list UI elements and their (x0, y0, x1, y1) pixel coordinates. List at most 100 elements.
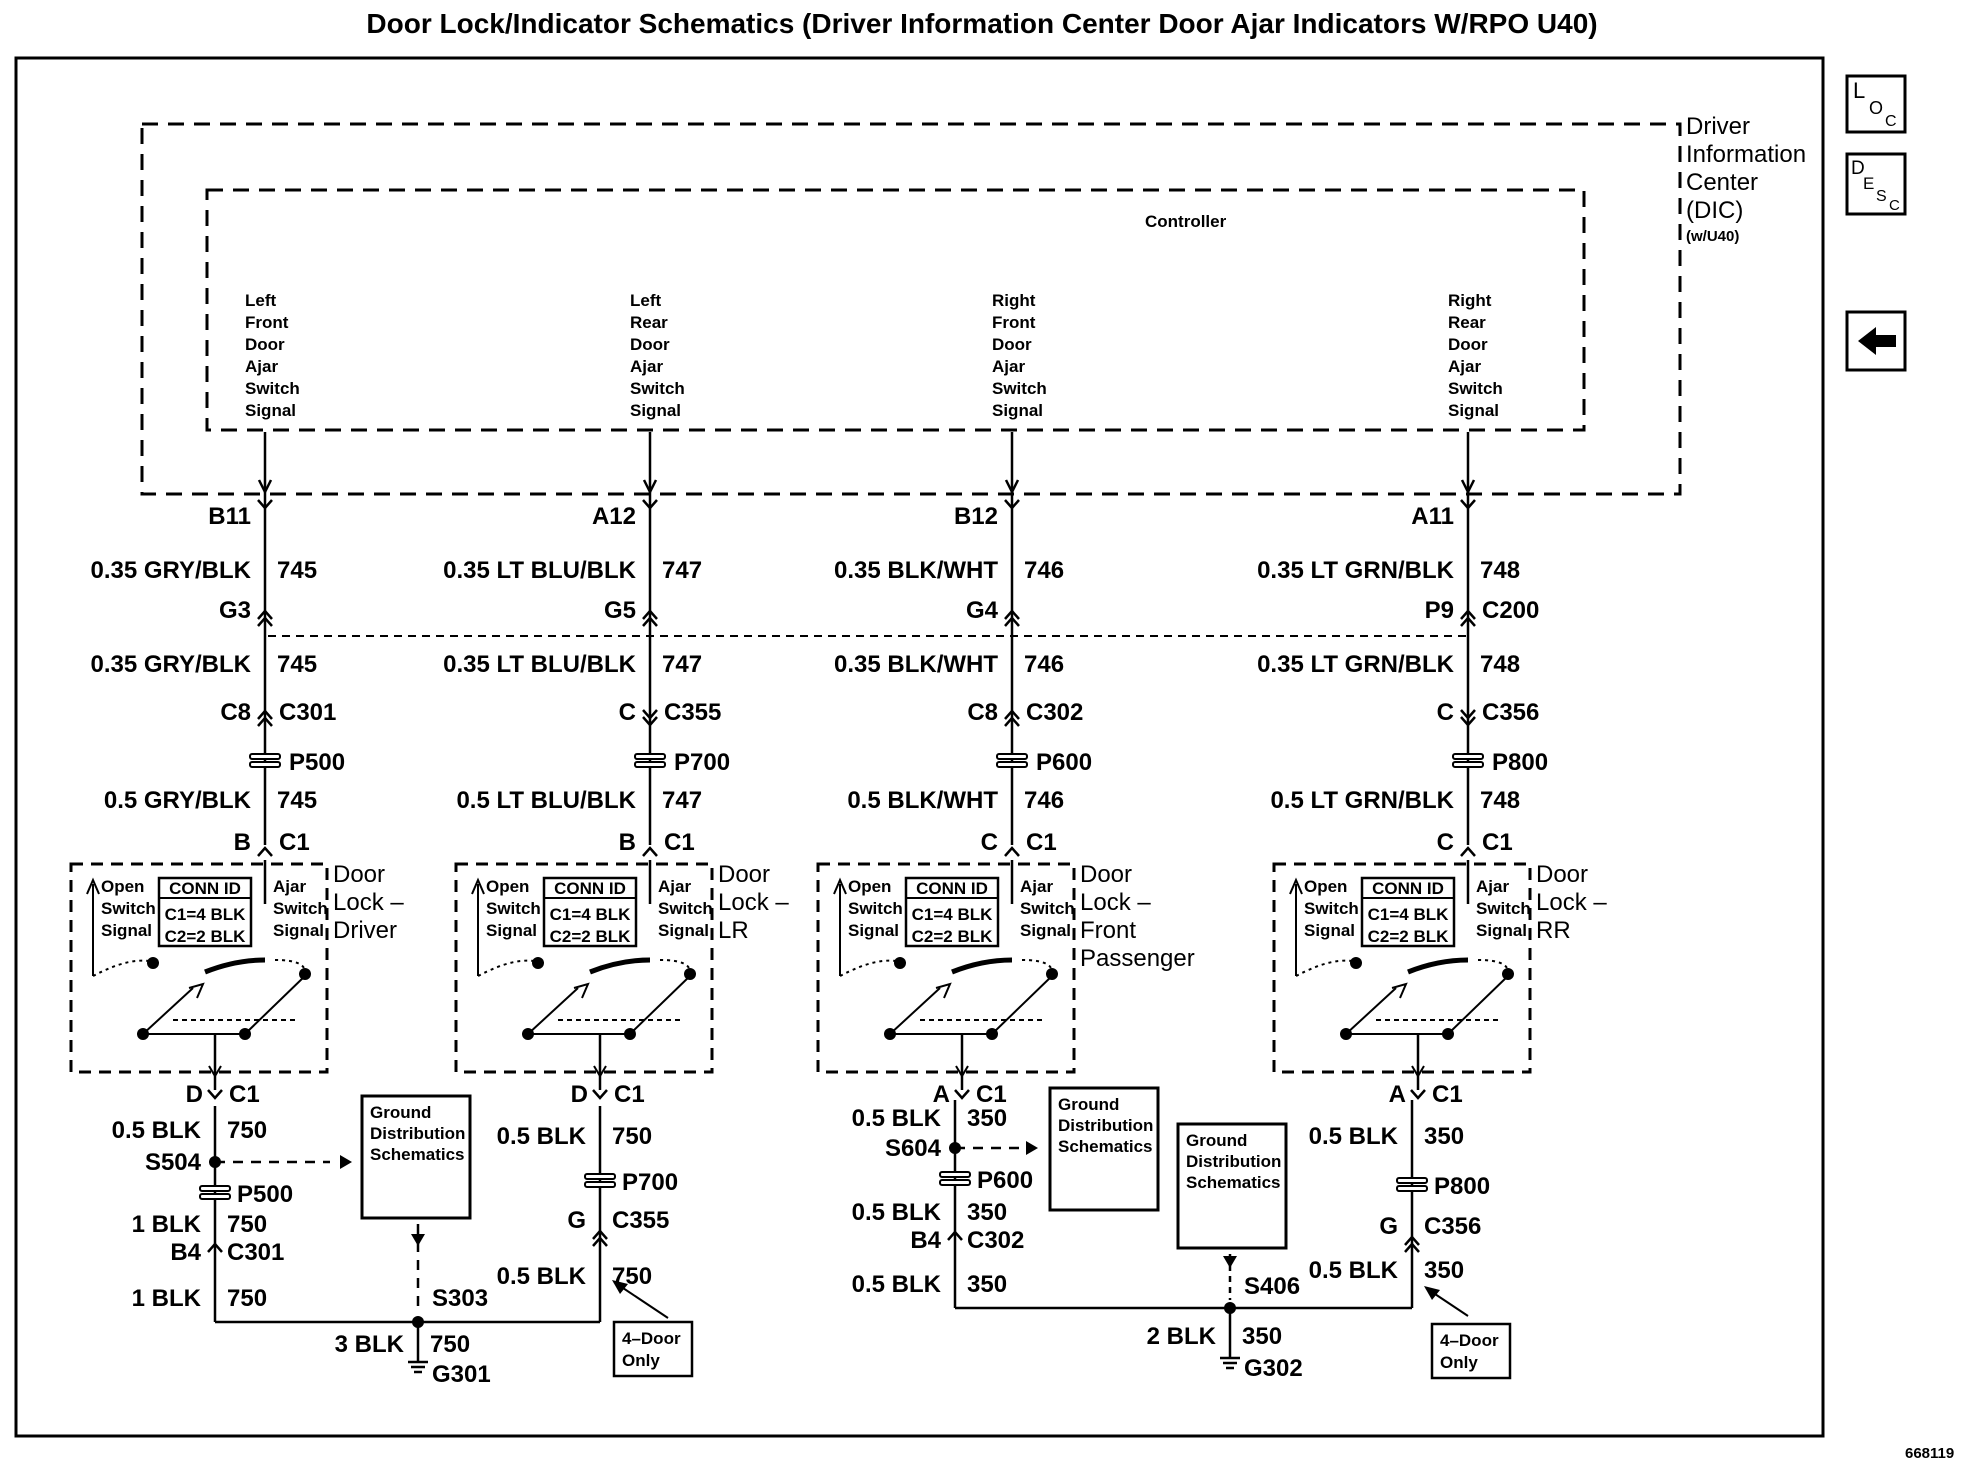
g301-label: G301 (432, 1361, 491, 1388)
signal-label-1-3: Ajar (630, 357, 663, 376)
c200-pin-3-2 (1460, 609, 1476, 620)
driver-gnd-circ1: 750 (227, 1117, 267, 1144)
pin-top-chevron-1 (642, 499, 658, 510)
gds-link-arrow-s406 (1223, 1256, 1237, 1268)
conn-c1-2: C1 (1026, 829, 1057, 856)
switch-contact-1 (589, 957, 651, 975)
conn-id-c1-2: C1=4 BLK (912, 905, 993, 924)
pin-c1b-2: A (933, 1081, 950, 1108)
g-c355-pin-2 (592, 1229, 608, 1240)
door-label-1-1: Lock – (718, 889, 789, 916)
pin-top-0: B11 (208, 503, 251, 530)
ajar-switch-label-1-2: Signal (658, 921, 709, 940)
fp-gnd-circ1: 350 (967, 1105, 1007, 1132)
linkage-node-d-2 (986, 1028, 998, 1040)
dic-input-arrow-0 (257, 479, 273, 495)
pin-c200-1: G5 (604, 597, 636, 624)
loc-letter-c: C (1885, 113, 1897, 130)
desc-button[interactable]: D E S C (1845, 152, 1907, 216)
c356-gnd-label: C356 (1424, 1213, 1481, 1240)
controller-label: Controller (1145, 212, 1227, 231)
mid-pin-3-2 (1460, 716, 1476, 727)
four-door-pointer-right-arrow (1424, 1286, 1440, 1300)
pin-c200-2: G4 (966, 597, 999, 624)
driver-gnd-wire1: 0.5 BLK (112, 1117, 202, 1144)
fp-gnd-circ2: 350 (967, 1199, 1007, 1226)
diagram-frame (14, 56, 1825, 1438)
conn-c1-0: C1 (279, 829, 310, 856)
door-label-3-0: Door (1536, 861, 1588, 888)
gds-box-right-line-1: Distribution (1186, 1152, 1281, 1171)
inline-label-2: P600 (1036, 749, 1092, 776)
four-door-note-right-line-1: Only (1440, 1353, 1478, 1372)
figure-number: 668119 (1905, 1445, 1954, 1462)
switch-contact-2 (951, 957, 1013, 975)
loc-letter-o: O (1869, 98, 1883, 118)
ajar-switch-label-3-0: Ajar (1476, 877, 1509, 896)
open-switch-label-1-2: Signal (486, 921, 537, 940)
loc-letter-l: L (1853, 78, 1865, 103)
c1b-pin-1 (592, 1089, 608, 1100)
inline-label-1: P700 (674, 749, 730, 776)
linkage-node-d-3 (1442, 1028, 1454, 1040)
dic-module-outline (140, 122, 1682, 496)
four-door-note-left-line-0: 4–Door (622, 1329, 681, 1348)
signal-label-2-5: Signal (992, 401, 1043, 420)
linkage-node-c-3 (1340, 1028, 1352, 1040)
circuit3-0: 745 (277, 787, 317, 814)
inline-p600-gnd (939, 1171, 971, 1186)
signal-label-1-4: Switch (630, 379, 685, 398)
c1b-pin-3 (1410, 1089, 1426, 1100)
circuit2-2: 746 (1024, 651, 1064, 678)
lr-gnd-wire2: 0.5 BLK (497, 1263, 587, 1290)
door-label-0-0: Door (333, 861, 385, 888)
door-label-2-2: Front (1080, 917, 1136, 944)
circuit1-0: 745 (277, 557, 317, 584)
ajar-switch-label-2-2: Signal (1020, 921, 1071, 940)
switch-node-b-1 (684, 968, 696, 980)
linkage-node-c-1 (522, 1028, 534, 1040)
ground-g302 (1220, 1356, 1240, 1370)
c1-pin-2 (1004, 846, 1020, 857)
wire2-label-0: 0.35 GRY/BLK (91, 651, 252, 678)
open-switch-label-0-0: Open (101, 877, 144, 896)
c355-gnd-label: C355 (612, 1207, 669, 1234)
ajar-switch-label-2-0: Ajar (1020, 877, 1053, 896)
pin-c200-0: G3 (219, 597, 251, 624)
conn-id-title-2: CONN ID (916, 879, 988, 898)
switch-node-b-3 (1502, 968, 1514, 980)
loc-button[interactable]: L O C (1845, 74, 1907, 134)
g-pin-label: G (567, 1207, 586, 1234)
c200-pin-2 (1004, 616, 1020, 627)
signal-label-2-2: Door (992, 335, 1032, 354)
driver-gnd-circ2: 750 (227, 1211, 267, 1238)
c200-label: C200 (1482, 597, 1539, 624)
rr-gnd-wire1: 0.5 BLK (1309, 1123, 1399, 1150)
inline-label-3: P800 (1492, 749, 1548, 776)
inline-p500-gnd (199, 1185, 231, 1200)
wire1-label-2: 0.35 BLK/WHT (834, 557, 998, 584)
circuit3-1: 747 (662, 787, 702, 814)
rr-gnd-circ1: 350 (1424, 1123, 1464, 1150)
ground-g301 (408, 1360, 428, 1374)
desc-letter-d: D (1851, 158, 1865, 179)
c200-pin-0 (257, 616, 273, 627)
mid-pin-0-2 (257, 709, 273, 720)
splice-s504-label: S504 (145, 1149, 202, 1176)
conn-id-box-3 (1360, 876, 1456, 948)
door-lock-box-1 (454, 862, 714, 1074)
inline-p800-gnd (1396, 1177, 1428, 1192)
pin-c1-0: B (234, 829, 251, 856)
signal-label-2-4: Switch (992, 379, 1047, 398)
fp-gnd-circ3: 350 (967, 1271, 1007, 1298)
g-c356-pin-2 (1404, 1235, 1420, 1246)
back-arrow-icon (1858, 327, 1896, 355)
back-button[interactable] (1845, 310, 1907, 372)
c1b-pin-2 (954, 1089, 970, 1100)
